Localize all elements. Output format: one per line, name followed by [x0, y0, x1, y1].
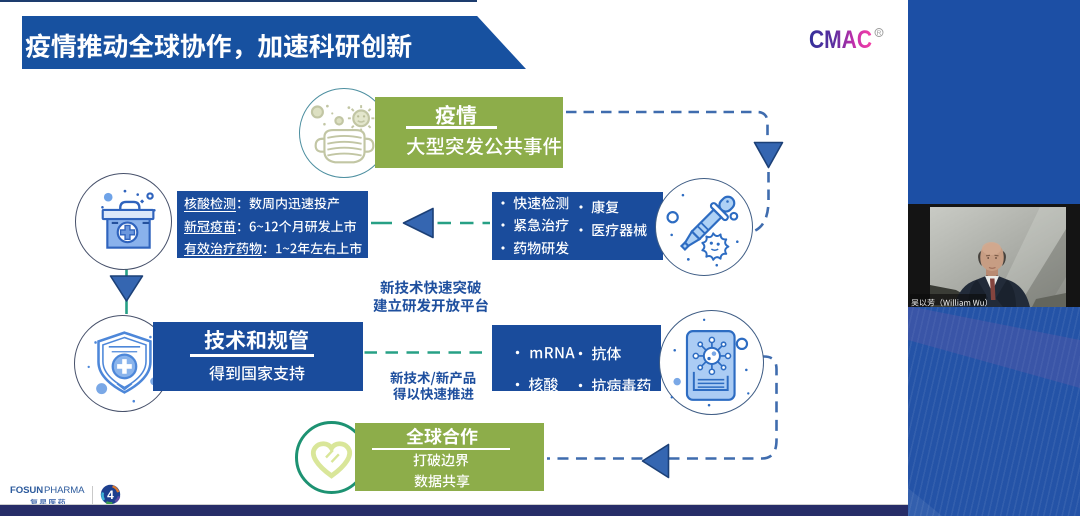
svg-text:FOSUN: FOSUN — [10, 485, 43, 496]
svg-text:PHARMA: PHARMA — [44, 485, 85, 496]
svg-text:CMAC: CMAC — [809, 27, 872, 53]
svg-text:4: 4 — [107, 488, 114, 502]
svg-text:R: R — [877, 30, 882, 37]
